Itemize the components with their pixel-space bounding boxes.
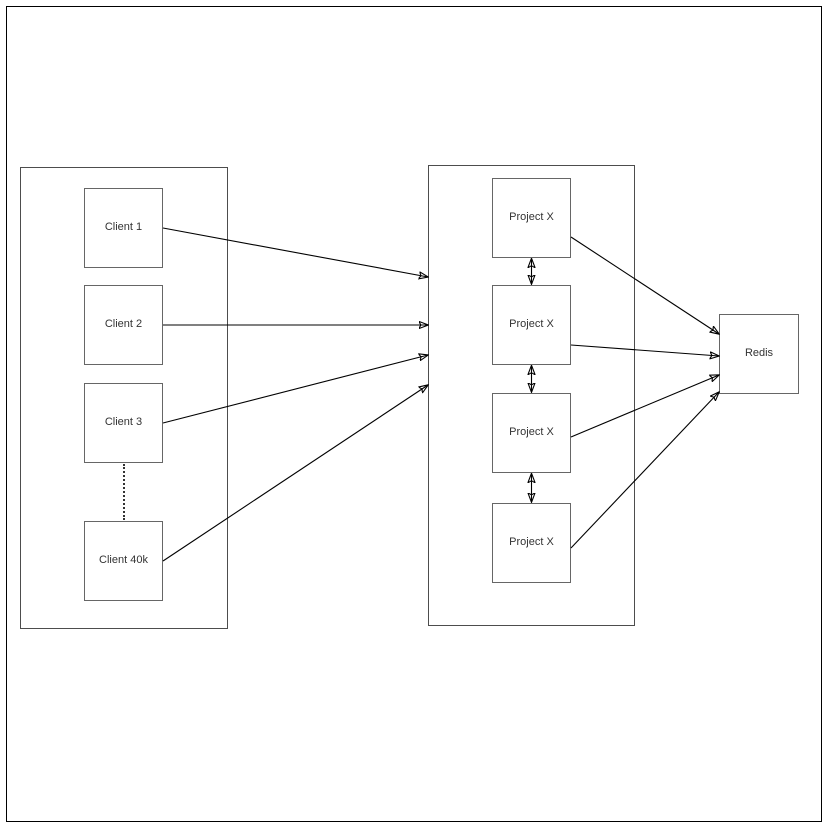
client-node-2[interactable]: Client 2	[84, 285, 163, 365]
project-node-1[interactable]: Project X	[492, 178, 571, 258]
project-node-4[interactable]: Project X	[492, 503, 571, 583]
project-node-label: Project X	[509, 211, 554, 224]
project-node-label: Project X	[509, 318, 554, 331]
redis-node-label: Redis	[744, 347, 774, 360]
project-node-label: Project X	[509, 536, 554, 549]
client-node-label: Client 1	[104, 221, 143, 234]
project-node-label: Project X	[509, 426, 554, 439]
client-node-3[interactable]: Client 3	[84, 383, 163, 463]
project-node-3[interactable]: Project X	[492, 393, 571, 473]
client-node-label: Client 2	[104, 318, 143, 331]
client-node-label: Client 40k	[99, 554, 148, 567]
client-node-label: Client 3	[104, 416, 143, 429]
redis-node[interactable]: Redis	[719, 314, 799, 394]
client-node-1[interactable]: Client 1	[84, 188, 163, 268]
client-ellipsis-dotted-connector	[123, 464, 125, 520]
project-node-2[interactable]: Project X	[492, 285, 571, 365]
client-node-40k[interactable]: Client 40k	[84, 521, 163, 601]
page-border	[6, 6, 822, 822]
